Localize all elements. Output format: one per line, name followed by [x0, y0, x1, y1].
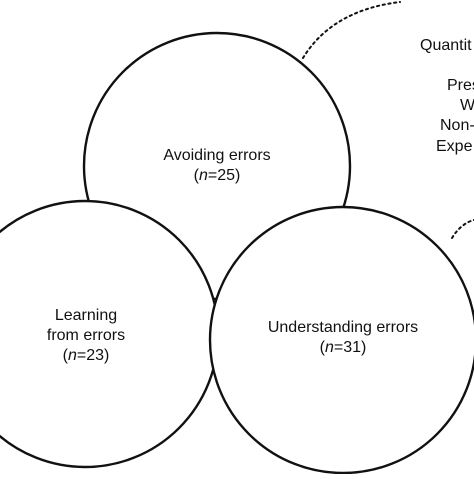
- learning-from-errors-count: (n=23): [63, 347, 110, 364]
- learning-from-errors-line1: Learning: [55, 307, 117, 324]
- side-panel-line1: Quantit: [420, 37, 472, 54]
- avoiding-errors-title: Avoiding errors: [163, 147, 270, 164]
- understanding-errors-count: (n=31): [320, 339, 367, 356]
- circle-understanding-errors: [208, 205, 474, 475]
- side-panel-line3: W: [460, 97, 474, 114]
- side-panel-line4: Non-: [440, 117, 474, 134]
- side-panel-line2: Pres: [447, 77, 474, 94]
- side-panel-line5: Expe: [436, 138, 473, 155]
- understanding-errors-title: Understanding errors: [268, 319, 418, 336]
- dotted-connector-top: [302, 1, 401, 59]
- learning-from-errors-line2: from errors: [47, 327, 125, 344]
- dotted-connector-right: [451, 219, 474, 239]
- avoiding-errors-count: (n=25): [194, 167, 241, 184]
